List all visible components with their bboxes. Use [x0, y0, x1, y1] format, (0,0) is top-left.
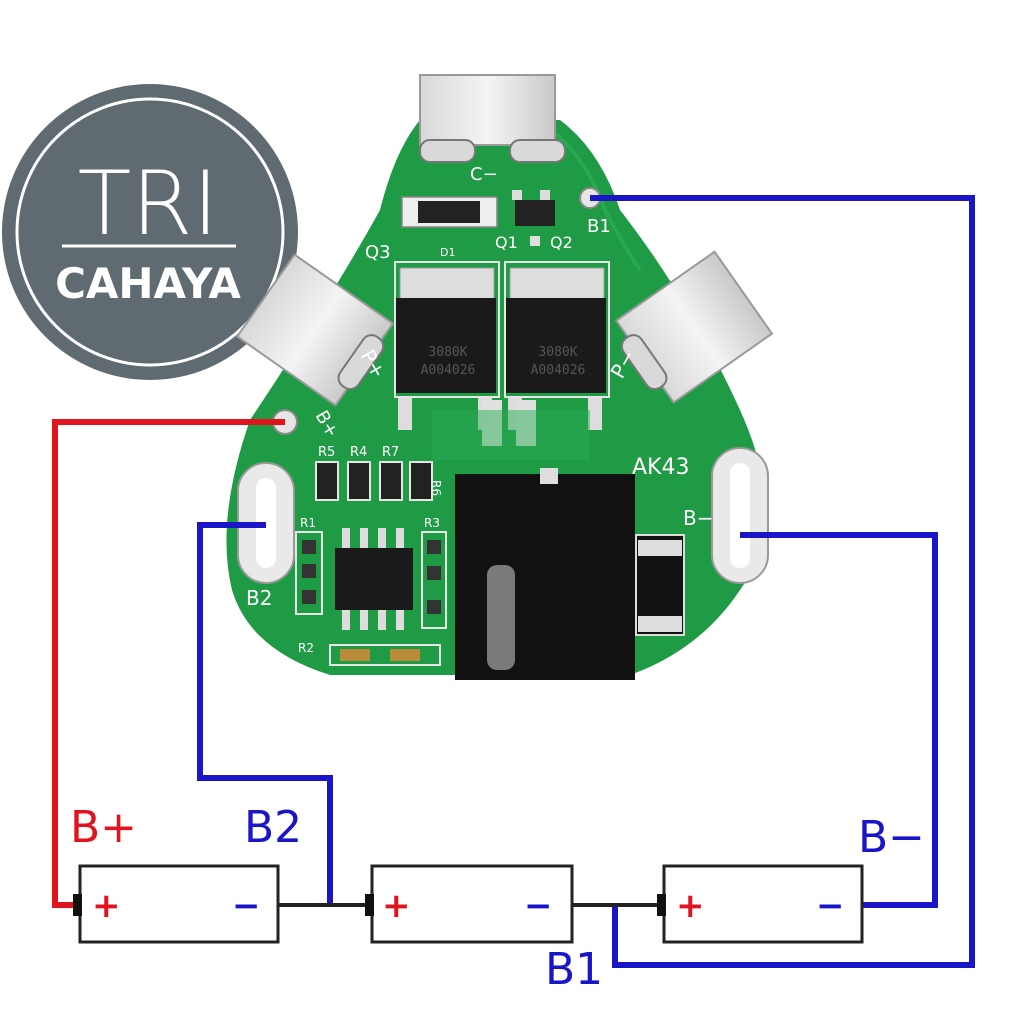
wire-b-plus	[52, 419, 285, 908]
pad-label-b2: B2	[246, 586, 272, 610]
label-r5: R5	[318, 445, 335, 460]
resistor-array-top	[315, 461, 433, 501]
wiring	[52, 195, 975, 968]
mosfet-right-marking-1: 3080K	[538, 345, 577, 360]
label-q1: Q1	[495, 233, 518, 252]
diode-right	[635, 534, 685, 636]
wire-b2	[197, 522, 333, 905]
label-r1: R1	[300, 516, 316, 530]
transistor-small	[515, 200, 555, 226]
main-mosfet	[455, 468, 635, 680]
c-minus-tab	[419, 74, 566, 163]
mosfet-right-marking-2: A004026	[531, 363, 586, 378]
cell-2: + −	[365, 864, 574, 944]
bms-pcb: C− P+ P− B1 B+ B2 B− AK43	[226, 74, 774, 680]
pad-label-b-minus: B−	[683, 506, 713, 530]
cell-3-minus: −	[816, 886, 845, 926]
protection-ic	[335, 528, 413, 630]
label-b1: B1	[545, 944, 603, 995]
label-r3: R3	[424, 516, 440, 530]
pad-label-c-minus: C−	[470, 164, 498, 185]
label-r2: R2	[298, 641, 314, 655]
label-r4: R4	[350, 445, 367, 460]
p-minus-tab	[614, 250, 774, 404]
wire-b-minus	[740, 532, 938, 908]
logo-line2: CAHAYA	[55, 259, 241, 308]
label-b-minus: B−	[858, 812, 925, 863]
mosfet-left-marking-1: 3080K	[428, 345, 467, 360]
p-plus-tab	[235, 253, 395, 407]
label-q2: Q2	[550, 233, 573, 252]
label-r7: R7	[382, 445, 399, 460]
tri-cahaya-logo: TRI CAHAYA	[2, 84, 298, 380]
label-b-plus: B+	[70, 802, 137, 853]
label-b2: B2	[244, 802, 302, 853]
mosfet-right: 3080K A004026	[506, 267, 606, 430]
cell-1-minus: −	[232, 886, 261, 926]
diode-d1: D1	[401, 196, 498, 259]
battery-cells: + − + − + −	[73, 864, 864, 944]
cell-1-plus: +	[92, 886, 121, 926]
label-d1: D1	[440, 246, 455, 259]
cell-3-plus: +	[676, 886, 705, 926]
b-minus-pad-hole	[730, 463, 750, 568]
label-q3: Q3	[365, 242, 391, 263]
cell-1: + −	[73, 864, 280, 944]
mosfet-left-marking-2: A004026	[421, 363, 476, 378]
logo-line1: TRI	[78, 152, 219, 255]
cell-2-minus: −	[524, 886, 553, 926]
copper-area	[432, 410, 590, 460]
wire-b1	[590, 195, 975, 968]
pcb-model-label: AK43	[632, 455, 689, 480]
cell-2-plus: +	[382, 886, 411, 926]
pad-label-b1: B1	[587, 216, 611, 237]
cell-3: + −	[657, 864, 864, 944]
